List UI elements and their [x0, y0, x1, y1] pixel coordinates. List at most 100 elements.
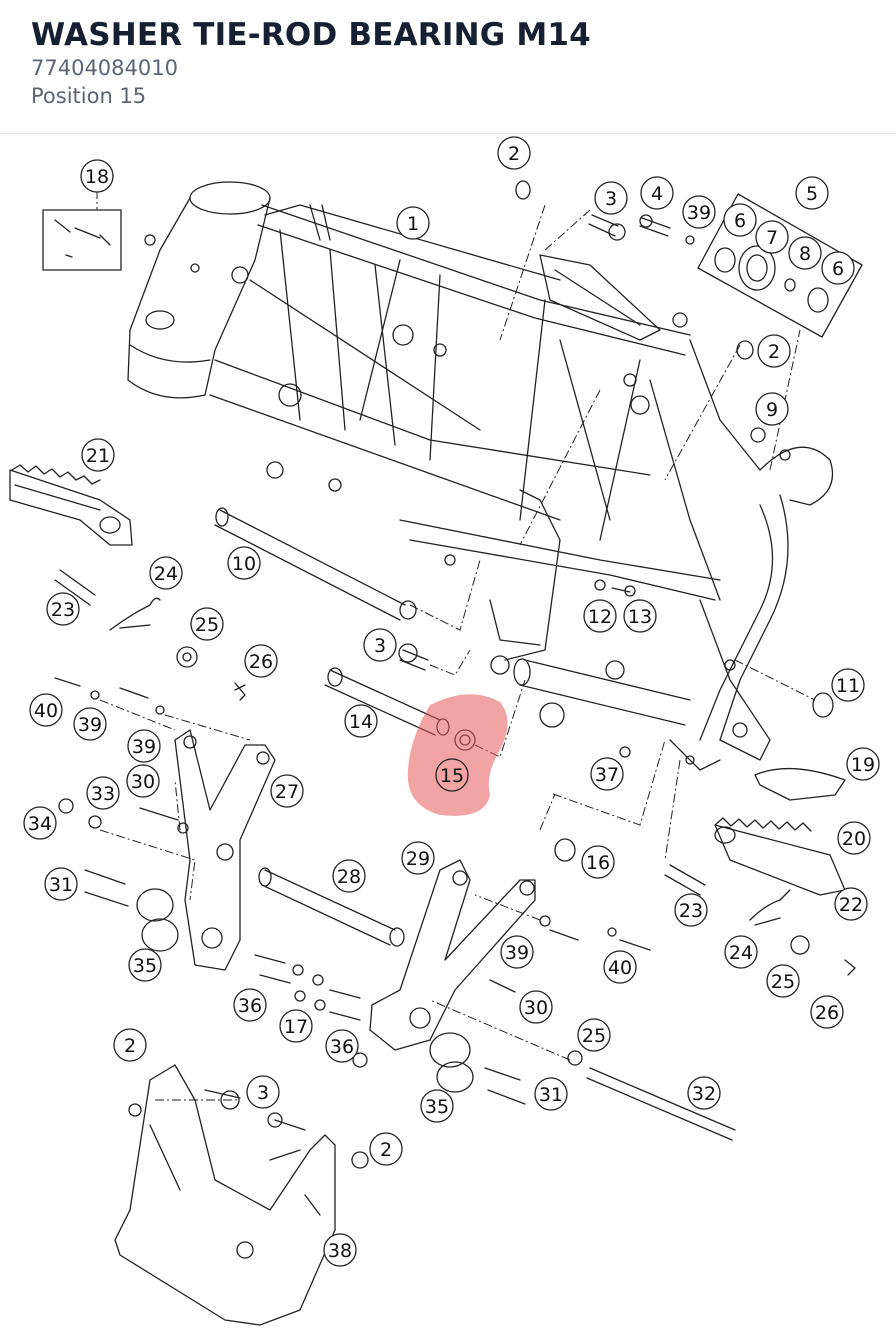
callout-40[interactable]: 40 [29, 693, 63, 727]
callout-circle [279, 1009, 313, 1043]
callout-5[interactable]: 5 [795, 176, 829, 210]
callout-circle [190, 607, 224, 641]
callout-18[interactable]: 18 [80, 159, 114, 193]
callout-37[interactable]: 37 [590, 757, 624, 791]
callout-number: 25 [771, 971, 795, 993]
callout-34[interactable]: 34 [23, 806, 57, 840]
callout-number: 36 [238, 995, 262, 1017]
callout-4[interactable]: 4 [640, 176, 674, 210]
callout-number: 35 [425, 1096, 449, 1118]
callout-10[interactable]: 10 [227, 546, 261, 580]
callout-21[interactable]: 21 [81, 438, 115, 472]
callout-13[interactable]: 13 [623, 599, 657, 633]
callout-circle [766, 964, 800, 998]
callout-6[interactable]: 6 [821, 251, 855, 285]
callout-9[interactable]: 9 [755, 392, 789, 426]
callout-number: 3 [374, 635, 386, 657]
callout-38[interactable]: 38 [323, 1233, 357, 1267]
callout-number: 10 [232, 553, 256, 575]
callout-7[interactable]: 7 [755, 220, 789, 254]
callout-17[interactable]: 17 [279, 1009, 313, 1043]
callout-35[interactable]: 35 [420, 1089, 454, 1123]
callout-26[interactable]: 26 [244, 644, 278, 678]
callout-33[interactable]: 33 [86, 776, 120, 810]
callout-25[interactable]: 25 [190, 607, 224, 641]
callout-circle [332, 859, 366, 893]
callout-number: 24 [729, 942, 753, 964]
callout-circle [834, 887, 868, 921]
callout-25[interactable]: 25 [577, 1018, 611, 1052]
callout-circle [323, 1233, 357, 1267]
callout-circle [44, 867, 78, 901]
callout-number: 25 [195, 614, 219, 636]
callout-39[interactable]: 39 [682, 195, 716, 229]
callout-3[interactable]: 3 [594, 181, 628, 215]
callout-30[interactable]: 30 [519, 990, 553, 1024]
callout-12[interactable]: 12 [583, 599, 617, 633]
callout-8[interactable]: 8 [788, 236, 822, 270]
callout-circle [126, 764, 160, 798]
callout-25[interactable]: 25 [766, 964, 800, 998]
callout-24[interactable]: 24 [149, 556, 183, 590]
callout-number: 39 [78, 714, 102, 736]
callout-31[interactable]: 31 [44, 867, 78, 901]
callout-2[interactable]: 2 [757, 334, 791, 368]
callout-40[interactable]: 40 [603, 950, 637, 984]
callout-3[interactable]: 3 [246, 1075, 280, 1109]
callout-circle [497, 136, 531, 170]
callout-28[interactable]: 28 [332, 859, 366, 893]
callout-22[interactable]: 22 [834, 887, 868, 921]
callout-number: 19 [851, 754, 875, 776]
callout-circle [396, 206, 430, 240]
callout-number: 39 [132, 736, 156, 758]
callout-15[interactable]: 15 [435, 758, 469, 792]
callout-1[interactable]: 1 [396, 206, 430, 240]
callout-39[interactable]: 39 [127, 729, 161, 763]
callout-29[interactable]: 29 [401, 841, 435, 875]
callout-39[interactable]: 39 [73, 707, 107, 741]
callout-24[interactable]: 24 [724, 935, 758, 969]
callout-number: 20 [842, 828, 866, 850]
callout-number: 17 [284, 1016, 308, 1038]
callout-circle [594, 181, 628, 215]
callout-36[interactable]: 36 [233, 988, 267, 1022]
callout-number: 18 [85, 166, 109, 188]
callout-number: 22 [839, 894, 863, 916]
callout-6[interactable]: 6 [723, 203, 757, 237]
callout-circle [73, 707, 107, 741]
callout-number: 30 [131, 771, 155, 793]
callout-number: 7 [766, 227, 778, 249]
callout-32[interactable]: 32 [687, 1076, 721, 1110]
callout-16[interactable]: 16 [581, 845, 615, 879]
callout-circle [113, 1028, 147, 1062]
callout-circle [344, 704, 378, 738]
callout-circle [80, 159, 114, 193]
callout-14[interactable]: 14 [344, 704, 378, 738]
bracket-38-drawing [114, 1064, 336, 1326]
callout-3[interactable]: 3 [363, 628, 397, 662]
callout-11[interactable]: 11 [831, 668, 865, 702]
callout-36[interactable]: 36 [325, 1029, 359, 1063]
callout-23[interactable]: 23 [674, 893, 708, 927]
callout-19[interactable]: 19 [846, 747, 880, 781]
callout-2[interactable]: 2 [369, 1132, 403, 1166]
callout-20[interactable]: 20 [837, 821, 871, 855]
callout-number: 2 [768, 341, 780, 363]
callout-circle [846, 747, 880, 781]
callout-35[interactable]: 35 [128, 948, 162, 982]
callout-circle [127, 729, 161, 763]
callout-39[interactable]: 39 [500, 935, 534, 969]
callout-number: 26 [249, 651, 273, 673]
callout-30[interactable]: 30 [126, 764, 160, 798]
callout-26[interactable]: 26 [810, 995, 844, 1029]
callout-23[interactable]: 23 [46, 592, 80, 626]
callout-31[interactable]: 31 [534, 1077, 568, 1111]
callout-number: 24 [154, 563, 178, 585]
callout-2[interactable]: 2 [497, 136, 531, 170]
footrest-bracket-left-drawing [174, 729, 276, 971]
callout-number: 26 [815, 1002, 839, 1024]
callout-circle [233, 988, 267, 1022]
callout-circle [401, 841, 435, 875]
callout-27[interactable]: 27 [270, 774, 304, 808]
callout-2[interactable]: 2 [113, 1028, 147, 1062]
